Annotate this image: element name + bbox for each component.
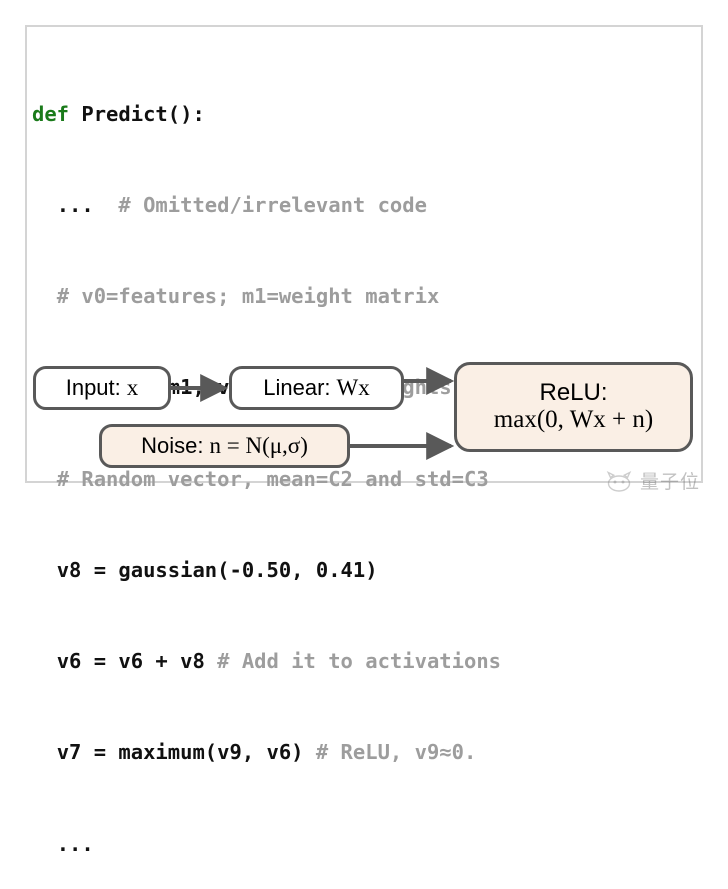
code-indent — [32, 832, 57, 856]
code-comment: # Random vector, mean=C2 and std=C3 — [56, 466, 489, 491]
code-line: # Random vector, mean=C2 and std=C3 — [32, 464, 692, 494]
code-line: v8 = gaussian(-0.50, 0.41) — [32, 555, 692, 585]
code-line: v7 = maximum(v9, v6) # ReLU, v9≈0. — [32, 737, 692, 767]
code-line: def Predict(): — [32, 99, 692, 129]
code-comment: # v0=features; m1=weight matrix — [56, 284, 440, 309]
node-input[interactable]: Input:x — [33, 366, 171, 410]
code-text: v6 = v6 + v8 — [56, 649, 218, 674]
code-line: ... — [32, 829, 692, 859]
code-line: v6 = v6 + v8 # Add it to activations — [32, 646, 692, 676]
code-indent — [32, 558, 57, 582]
node-input-expression: x — [126, 375, 139, 400]
node-linear-label: Linear:Wx — [263, 375, 370, 401]
node-relu-line1: ReLU: — [539, 378, 608, 406]
code-text: v8 = gaussian(-0.50, 0.41) — [56, 557, 378, 582]
node-linear[interactable]: Linear:Wx — [229, 366, 404, 410]
code-comment: # Omitted/irrelevant code — [118, 193, 427, 218]
code-keyword: def — [32, 101, 82, 126]
node-noise[interactable]: Noise:n = N(μ,σ) — [99, 424, 350, 468]
node-noise-prefix: Noise: — [141, 433, 204, 458]
cat-face-icon — [606, 471, 632, 492]
node-linear-expression: Wx — [336, 375, 370, 400]
code-indent — [32, 740, 57, 764]
code-indent — [32, 649, 57, 673]
node-input-prefix: Input: — [65, 375, 121, 400]
code-text: Predict(): — [81, 101, 205, 126]
watermark: 量子位 — [604, 468, 716, 496]
flow-diagram: Input:x Linear:Wx Noise:n = N(μ,σ) ReLU:… — [33, 362, 693, 468]
code-text: ... — [56, 193, 119, 218]
node-noise-label: Noise:n = N(μ,σ) — [141, 433, 308, 459]
code-line: ... # Omitted/irrelevant code — [32, 190, 692, 220]
node-relu[interactable]: ReLU: max(0, Wx + n) — [454, 362, 693, 452]
node-input-label: Input:x — [66, 375, 139, 401]
code-text: v7 = maximum(v9, v6) — [56, 740, 316, 765]
code-comment: # ReLU, v9≈0. — [315, 740, 477, 765]
node-linear-prefix: Linear: — [263, 375, 331, 400]
code-line: # v0=features; m1=weight matrix — [32, 281, 692, 311]
node-relu-line2: max(0, Wx + n) — [493, 406, 654, 434]
code-text: ... — [56, 831, 94, 856]
code-comment: # Add it to activations — [217, 649, 502, 674]
node-noise-expression: n = N(μ,σ) — [209, 433, 308, 458]
watermark-text: 量子位 — [640, 470, 701, 493]
